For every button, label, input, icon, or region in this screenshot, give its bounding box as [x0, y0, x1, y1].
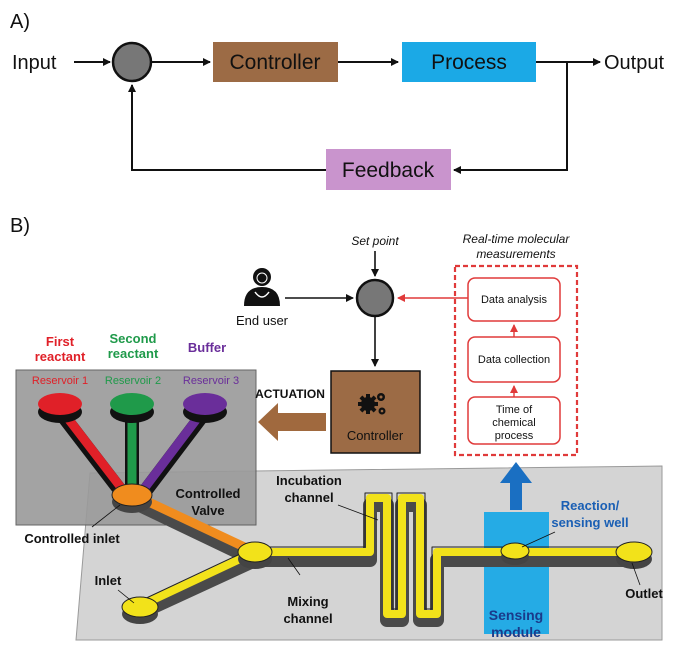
rt-dashed-box	[453, 264, 579, 457]
reservoir-1-label: Reservoir 1	[32, 375, 88, 387]
controlled-inlet-label: Controlled inlet	[24, 531, 120, 546]
input-label: Input	[12, 52, 57, 74]
feedback-label: Feedback	[342, 159, 435, 182]
controller-b-label: Controller	[347, 428, 404, 443]
summing-node-b	[355, 278, 395, 318]
mixing-line1: Mixing	[287, 594, 328, 609]
second-line2: reactant	[108, 346, 159, 361]
controller-label: Controller	[229, 51, 320, 74]
reaction-line2: sensing well	[551, 515, 628, 530]
feedback-path-out	[128, 84, 326, 171]
outlet-label: Outlet	[625, 586, 663, 601]
actuation-label: ACTUATION	[255, 387, 325, 401]
panel-a: A) Input Controller Process Output Feedb…	[10, 11, 664, 190]
set-point-label: Set point	[351, 234, 399, 248]
actuation-arrow	[258, 403, 326, 441]
controlled-valve	[111, 483, 153, 513]
reaction-line1: Reaction/	[561, 498, 620, 513]
sensing-line1: Sensing	[489, 607, 543, 623]
panel-a-label: A)	[10, 11, 30, 33]
reservoir-2-label: Reservoir 2	[105, 375, 161, 387]
mixing-junction	[237, 541, 273, 569]
time-line1: Time of	[496, 404, 533, 416]
buffer-label: Buffer	[188, 340, 226, 355]
reservoir-2	[110, 393, 154, 423]
data-collection-label: Data collection	[478, 354, 550, 366]
time-line3: process	[495, 430, 534, 442]
data-analysis-box	[467, 277, 561, 322]
sensing-line2: module	[491, 624, 541, 640]
end-user-label: End user	[236, 313, 289, 328]
time-line2: chemical	[492, 417, 535, 429]
valve-channel	[134, 491, 257, 557]
channel-3	[135, 403, 210, 499]
end-user-icon	[244, 268, 280, 306]
first-line1: First	[46, 334, 75, 349]
controlled-valve-line1: Controlled	[176, 486, 241, 501]
process-label: Process	[431, 51, 507, 74]
inlet-leader	[117, 589, 135, 604]
feedback-path-in	[453, 62, 568, 174]
outlet-well	[615, 541, 653, 569]
main-channel-outline	[139, 492, 634, 610]
summing-node	[111, 41, 153, 83]
upload-arrow	[500, 462, 532, 510]
first-line2: reactant	[35, 349, 86, 364]
output-label: Output	[604, 52, 664, 74]
mixing-leader	[287, 557, 301, 576]
feedback-box	[326, 149, 451, 190]
mixing-line2: channel	[283, 611, 332, 626]
controller-box	[213, 42, 338, 82]
incubation-line1: Incubation	[276, 473, 342, 488]
controlled-valve-line2: Valve	[191, 503, 224, 518]
reservoir-3	[183, 393, 227, 423]
inlet-label: Inlet	[95, 573, 122, 588]
incubation-leader	[337, 504, 379, 521]
controller-box-b	[330, 370, 421, 454]
reservoir-1	[38, 393, 82, 423]
incubation-line2: channel	[284, 490, 333, 505]
process-box	[402, 42, 536, 82]
second-line1: Second	[110, 331, 157, 346]
outlet-leader	[631, 562, 641, 586]
reservoir-3-label: Reservoir 3	[183, 375, 239, 387]
data-analysis-label: Data analysis	[481, 294, 548, 306]
channel-1	[55, 403, 131, 499]
panel-b: B) Set point End user Real-time molecula…	[10, 215, 663, 641]
rt-title-line1: Real-time molecular	[463, 232, 571, 246]
panel-b-label: B)	[10, 215, 30, 237]
inlet-well	[121, 596, 159, 624]
gear-icon	[358, 393, 386, 415]
rt-title-line2: measurements	[476, 247, 555, 261]
reaction-leader	[521, 531, 556, 548]
reaction-well	[500, 542, 530, 565]
controlled-inlet-leader	[91, 504, 121, 528]
sensing-module	[484, 512, 549, 634]
main-channel	[138, 494, 634, 618]
